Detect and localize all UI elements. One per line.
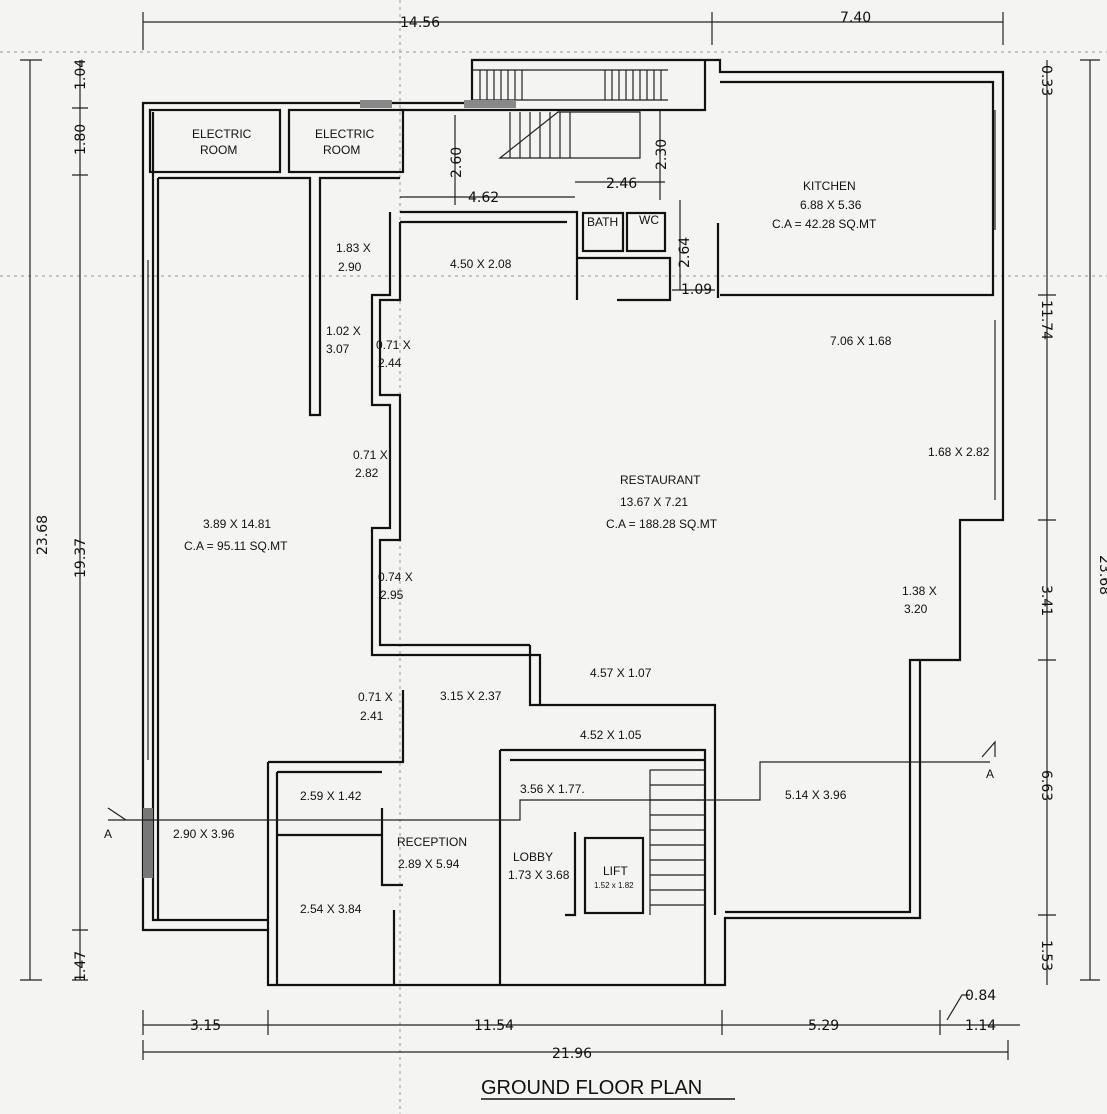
- area-dimension-label: 1.38 X: [902, 584, 937, 598]
- room-labels: ELECTRIC ROOM ELECTRIC ROOM KITCHEN 6.88…: [173, 127, 990, 916]
- area-dimension-label: 7.06 X 1.68: [830, 334, 892, 348]
- restaurant-size: 13.67 X 7.21: [620, 495, 688, 509]
- area-dimension-label: 4.57 X 1.07: [590, 666, 652, 680]
- dimension-lines: [20, 12, 1100, 1060]
- dimension-bottom-total: 21.96: [552, 1046, 592, 1062]
- restaurant-label: RESTAURANT: [620, 473, 701, 487]
- area-dimension-label: 1.83 X: [336, 241, 371, 255]
- area-dimension-label: 2.90: [338, 260, 362, 274]
- area-dimension-label: 3.20: [904, 602, 928, 616]
- area-dimension-label: 4.52 X 1.05: [580, 728, 642, 742]
- dimension-bottom-3: 5.29: [808, 1018, 839, 1034]
- area-dimension-label: 2.54 X 3.84: [300, 902, 362, 916]
- section-marker-left: A: [104, 827, 112, 841]
- area-dimension-label: 3.07: [326, 342, 350, 356]
- area-dimension-label: 2.90 X 3.96: [173, 827, 235, 841]
- dimension-2-60: 2.60: [449, 147, 465, 178]
- restaurant-area: C.A = 188.28 SQ.MT: [606, 517, 718, 531]
- dimension-2-30: 2.30: [654, 139, 670, 170]
- electric-room-2-label: ELECTRIC: [315, 127, 375, 141]
- electric-room-1-label: ELECTRIC: [192, 127, 252, 141]
- lobby-size: 1.73 X 3.68: [508, 868, 570, 882]
- section-marker-right: A: [986, 767, 994, 781]
- area-dimension-label: 2.41: [360, 709, 384, 723]
- wc-label: WC: [639, 213, 659, 227]
- dimension-1-09: 1.09: [681, 282, 712, 298]
- area-dimension-label: 3.56 X 1.77.: [520, 782, 585, 796]
- dimension-right-4: 6.63: [1038, 770, 1054, 801]
- area-dimension-label: 1.02 X: [326, 324, 361, 338]
- section-line: [108, 761, 990, 821]
- area-dimension-label: 0.71 X: [376, 338, 411, 352]
- area-dimension-label: 5.14 X 3.96: [785, 788, 847, 802]
- dimension-right-3: 3.41: [1038, 585, 1054, 616]
- area-dimension-label: 2.59 X 1.42: [300, 789, 362, 803]
- hall-area: C.A = 95.11 SQ.MT: [184, 539, 288, 553]
- dimension-bottom-4: 1.14: [965, 1018, 996, 1034]
- area-dimension-label: 0.71 X: [353, 448, 388, 462]
- area-dimension-label: 0.71 X: [358, 690, 393, 704]
- dimension-right-5: 1.53: [1038, 940, 1054, 971]
- reception-size: 2.89 X 5.94: [398, 857, 460, 871]
- bath-label: BATH: [587, 215, 618, 229]
- area-dimension-label: 2.82: [355, 466, 379, 480]
- area-dimension-label: 4.50 X 2.08: [450, 257, 512, 271]
- area-dimension-label: 1.68 X 2.82: [928, 445, 990, 459]
- dimension-bottom-2: 11.54: [474, 1018, 514, 1034]
- dimension-bottom-5: 0.84: [965, 988, 996, 1004]
- walls: [141, 58, 1005, 987]
- kitchen-size: 6.88 X 5.36: [800, 198, 862, 212]
- lobby-label: LOBBY: [513, 850, 553, 864]
- area-dimension-label: 0.74 X: [378, 570, 413, 584]
- electric-room-2-label: ROOM: [323, 143, 360, 157]
- lift-label: LIFT: [603, 864, 628, 878]
- dimension-left-outer: 23.68: [35, 515, 51, 555]
- dimension-left-2: 1.80: [73, 124, 89, 155]
- lift-size: 1.52 x 1.82: [594, 881, 634, 890]
- section-marker-icon: [107, 740, 996, 821]
- kitchen-area: C.A = 42.28 SQ.MT: [772, 217, 877, 231]
- dimension-2-46: 2.46: [606, 176, 637, 192]
- hall-size: 3.89 X 14.81: [203, 517, 271, 531]
- electric-room-1-label: ROOM: [200, 143, 237, 157]
- dimension-right-2: 11.74: [1038, 300, 1054, 340]
- dimension-top-right: 7.40: [840, 10, 871, 26]
- dimension-bottom-1: 3.15: [190, 1018, 221, 1034]
- plan-title: GROUND FLOOR PLAN: [481, 1077, 702, 1099]
- dimension-right-1: 0.33: [1038, 65, 1054, 96]
- area-dimension-label: 2.44: [378, 356, 402, 370]
- dimension-left-4: 1.47: [73, 951, 89, 982]
- dimension-top-left: 14.56: [400, 15, 440, 31]
- area-dimension-label: 3.15 X 2.37: [440, 689, 502, 703]
- dimension-left-1: 1.04: [73, 59, 89, 90]
- reception-label: RECEPTION: [397, 835, 467, 849]
- dimension-left-3: 19.37: [73, 538, 89, 578]
- dimension-right-outer: 23.68: [1096, 555, 1107, 595]
- dimension-2-64: 2.64: [677, 237, 693, 268]
- kitchen-label: KITCHEN: [803, 179, 856, 193]
- area-dimension-label: 2.95: [380, 588, 404, 602]
- dimension-4-62: 4.62: [468, 190, 499, 206]
